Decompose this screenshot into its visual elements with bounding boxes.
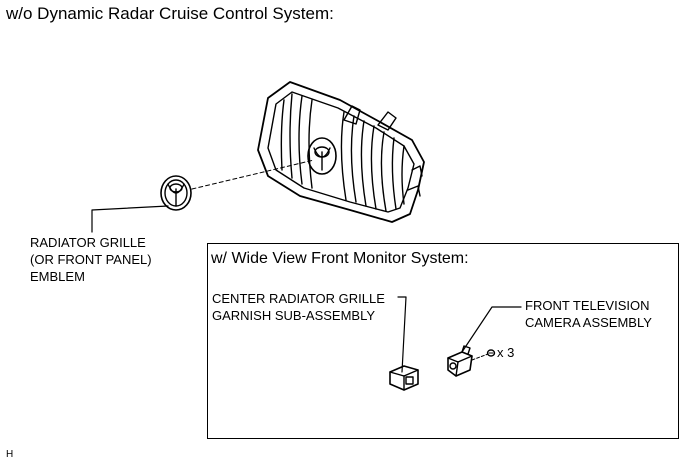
garnish-label-line-1: CENTER RADIATOR GRILLE (212, 291, 385, 306)
emblem-label-line-1: RADIATOR GRILLE (30, 235, 146, 250)
emblem-label: RADIATOR GRILLE (OR FRONT PANEL) EMBLEM (30, 234, 152, 285)
garnish-label-line-2: GARNISH SUB-ASSEMBLY (212, 308, 376, 323)
screw-drawing (471, 349, 496, 361)
radiator-grille-drawing (257, 81, 425, 223)
camera-label-line-2: CAMERA ASSEMBLY (525, 315, 652, 330)
camera-label: FRONT TELEVISION CAMERA ASSEMBLY (525, 297, 652, 331)
screw-quantity-label: x 3 (497, 345, 515, 360)
emblem-leader-line (91, 205, 169, 233)
emblem-label-line-3: EMBLEM (30, 269, 85, 284)
camera-leader-line (461, 306, 522, 353)
emblem-label-line-2: (OR FRONT PANEL) (30, 252, 152, 267)
wide-view-inset-box (207, 243, 679, 439)
garnish-leader-line (397, 296, 407, 373)
garnish-label: CENTER RADIATOR GRILLE GARNISH SUB-ASSEM… (212, 290, 385, 324)
garnish-drawing (389, 365, 419, 391)
figure-code: H (6, 449, 14, 460)
inset-title: w/ Wide View Front Monitor System: (211, 250, 469, 267)
emblem-drawing (160, 175, 192, 211)
emblem-install-line (191, 159, 315, 190)
page-title: w/o Dynamic Radar Cruise Control System: (6, 4, 334, 23)
camera-label-line-1: FRONT TELEVISION (525, 298, 650, 313)
